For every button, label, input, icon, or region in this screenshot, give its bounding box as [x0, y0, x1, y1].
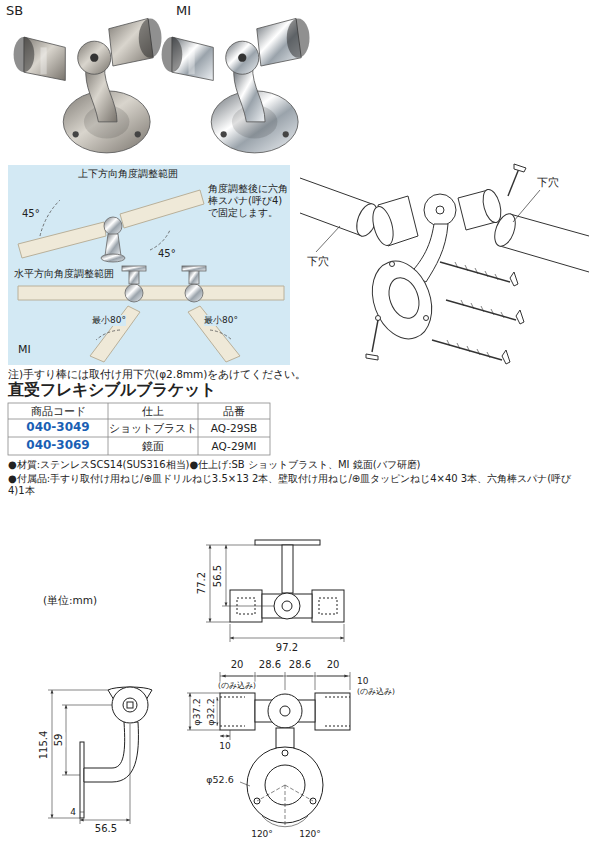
product-title: 直受フレキシブルブラケット	[8, 381, 216, 399]
table-header: 仕上	[142, 405, 164, 417]
spec-text: ●材質:ステンレスSCS14(SUS316相当)●仕上げ:SB ショットブラスト…	[8, 459, 583, 471]
adjustment-panel: 上下方向角度調整範囲 45° 45° 角度調整後に六角棒スパナ(呼び4)で固定します。…	[8, 165, 290, 365]
dimension: 120°	[298, 829, 322, 839]
dimension: 120°	[250, 829, 274, 839]
dimension: 20	[230, 659, 245, 671]
product-code: 040-3069	[26, 439, 89, 453]
dimension: 56.5	[94, 823, 118, 835]
dimension: 59	[53, 733, 65, 748]
dimension: φ52.6	[205, 775, 234, 786]
dimension: 4	[69, 807, 77, 817]
spec-text: ●付属品:手すり取付け用ねじ/⊕皿ドリルねじ3.5×13 2本、壁取付け用ねじ/…	[8, 473, 583, 496]
dimension: 10	[356, 676, 369, 686]
panel-text: 水平方向角度調整範囲	[14, 268, 114, 280]
table-cell: AQ-29SB	[211, 422, 258, 434]
panel-text: 最小80°	[92, 315, 126, 326]
product-code: 040-3049	[26, 421, 89, 435]
panel-text: 上下方向角度調整範囲	[78, 168, 178, 180]
dimension: (のみ込み)	[356, 688, 396, 697]
callout: 下穴	[537, 177, 559, 190]
table-header: 商品コード	[31, 405, 86, 417]
callout: 下穴	[307, 256, 329, 269]
photo-label: MI	[176, 4, 191, 19]
dimension: 28.6	[288, 659, 312, 671]
panel-text: MI	[18, 343, 31, 356]
dimension: φ37.2	[192, 697, 203, 726]
dimension: 56.5	[212, 564, 224, 588]
dimension: 28.6	[258, 659, 282, 671]
dimension: φ32.2	[206, 697, 217, 726]
dimension: 77.2	[196, 571, 208, 595]
photo-label: SB	[6, 4, 23, 19]
note: 注)手すり棒には取付け用下穴(φ2.8mm)をあけてください。	[8, 368, 306, 380]
dimension: 10	[218, 741, 231, 751]
dimension: 97.2	[275, 642, 299, 654]
dimension: 20	[326, 659, 341, 671]
panel-text: 45°	[158, 248, 176, 260]
dimension: 115.4	[38, 730, 50, 761]
table-cell: 鏡面	[142, 440, 164, 452]
table-cell: AQ-29MI	[212, 440, 257, 452]
dimension: (のみ込み)	[217, 682, 257, 691]
panel-text: 角度調整後に六角棒スパナ(呼び4)で固定します。	[208, 183, 288, 219]
panel-text: 最小80°	[204, 315, 238, 326]
panel-text: 45°	[22, 208, 40, 220]
table-cell: ショットブラスト	[109, 422, 197, 434]
table-header: 品番	[223, 405, 245, 417]
unit-note: (単位:mm)	[43, 594, 97, 606]
